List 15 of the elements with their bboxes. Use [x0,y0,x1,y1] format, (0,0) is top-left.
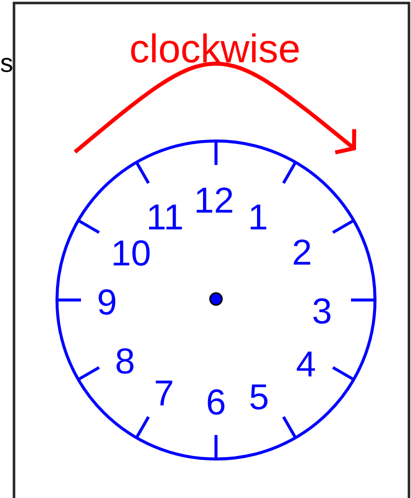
clock-number: 5 [250,384,268,410]
clock-number: 10 [114,240,150,266]
clock-face [56,140,376,460]
clock-number: 2 [294,239,310,265]
clock-number: 12 [196,187,232,213]
clock-number: 8 [116,348,134,374]
clock-number: 3 [313,298,330,324]
clock-number: 9 [98,289,116,315]
clock-number: 6 [208,389,224,415]
clock-number: 4 [296,352,315,376]
title: clockwise [131,33,299,63]
text-fragment: s [0,58,12,72]
clock-number: 7 [156,380,172,406]
clock-number: 1 [250,204,266,230]
clock-number: 11 [149,204,182,230]
